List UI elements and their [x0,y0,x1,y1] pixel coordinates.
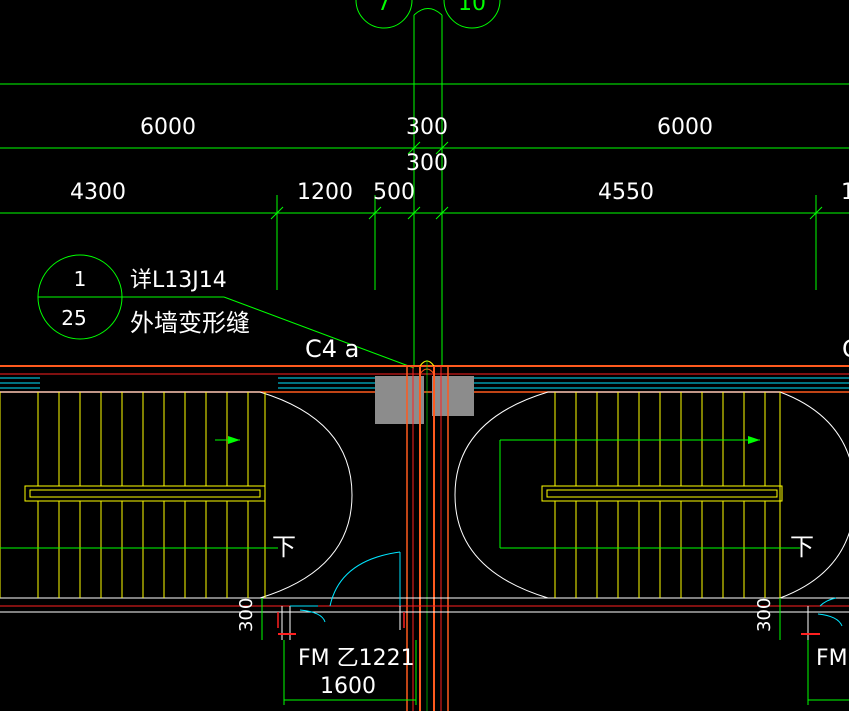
door-right [817,597,843,627]
dim-500: 500 [373,180,415,205]
door-label-fm-left: FM 乙1221 [298,646,415,671]
door-dimensions: 300 300 FM 乙1221 1600 FM [236,598,849,705]
window-label-right: C [842,335,849,363]
column-left [375,376,424,424]
detail-callout-sheet: 25 [61,306,86,330]
door-dim-300-right: 300 [754,598,775,632]
door-dim-300-left: 300 [236,598,257,632]
dimension-texts: 6000 300 6000 300 4300 1200 500 4550 1 [70,115,849,205]
dim-4300: 4300 [70,180,126,205]
dim-4550: 4550 [598,180,654,205]
axis-bubble-left: 7 [355,0,413,29]
dim-300-top: 300 [406,115,448,140]
detail-callout-description: 外墙变形缝 [130,309,250,337]
stair-left: 下 [0,391,353,599]
dim-6000-right: 6000 [657,115,713,140]
dim-partial-right: 1 [841,180,849,205]
door-left [290,551,401,623]
stair-down-label-right: 下 [790,533,814,561]
expansion-joint-walls [406,360,449,711]
axis-bubble-label: 7 [377,0,391,16]
dim-6000-left: 6000 [140,115,196,140]
stair-down-label-left: 下 [272,533,296,561]
axis-bubble-right: 10 [443,0,501,29]
detail-callout: 1 25 详L13J14 外墙变形缝 [37,254,415,369]
dim-300-mid: 300 [406,151,448,176]
axis-leaders [413,8,443,365]
door-width-1600: 1600 [320,674,376,699]
door-label-fm-right: FM [816,646,848,671]
dim-1200: 1200 [297,180,353,205]
detail-callout-number: 1 [74,267,87,291]
column-right [432,376,474,416]
detail-callout-reference: 详L13J14 [130,268,227,293]
stair-right: 下 [454,391,849,599]
window-label-c4a: C4 a [305,335,359,363]
axis-bubble-label: 10 [458,0,486,16]
dimension-lines [0,83,849,290]
